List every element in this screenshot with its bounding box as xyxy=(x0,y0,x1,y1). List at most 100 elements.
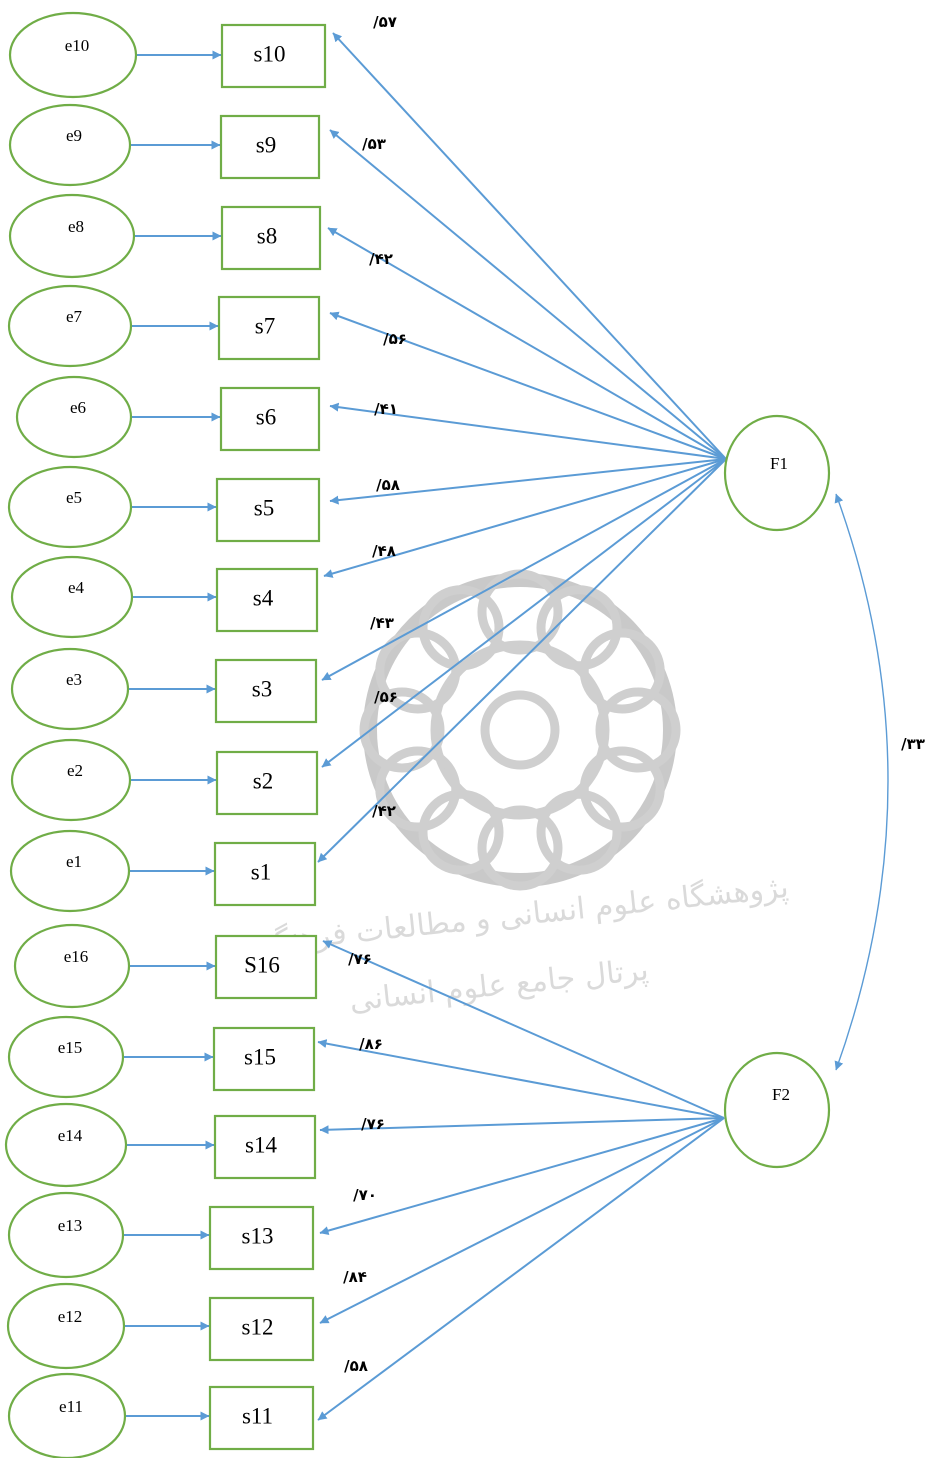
error-ellipse xyxy=(10,738,132,822)
loading-arrow-s12 xyxy=(319,1117,725,1324)
item-box xyxy=(213,1114,317,1180)
item-box xyxy=(215,567,319,633)
item-box xyxy=(212,1026,316,1092)
watermark-petal xyxy=(359,687,445,773)
watermark-line-2: پرتال جامع علوم انسانی xyxy=(348,952,650,1018)
item-label: s3 xyxy=(252,676,272,701)
error-node-e1: e1 xyxy=(9,829,131,913)
loading-arrow-s9 xyxy=(329,129,727,460)
item-label: s6 xyxy=(256,404,276,429)
loading-label-s4: /۴۸ xyxy=(372,542,396,560)
loading-arrow-s15 xyxy=(317,1039,725,1119)
loading-label-s2: /۵۶ xyxy=(374,688,398,706)
factor-f2: F2 xyxy=(723,1051,831,1169)
loading-label-s8: /۴۲ xyxy=(369,250,393,268)
error-label: e16 xyxy=(64,947,89,966)
error-label: e12 xyxy=(58,1307,83,1326)
item-node-s16: S16 xyxy=(214,934,318,1000)
error-node-e14: e14 xyxy=(4,1102,128,1188)
error-label: e4 xyxy=(68,578,85,597)
error-label: e13 xyxy=(58,1216,83,1235)
watermark-petal xyxy=(418,789,504,875)
item-box xyxy=(213,841,317,907)
error-ellipse xyxy=(7,465,133,549)
item-label: s15 xyxy=(244,1044,276,1069)
item-node-s1: s1 xyxy=(213,841,317,907)
item-node-s5: s5 xyxy=(215,477,321,543)
item-box xyxy=(220,23,327,89)
error-node-e3: e3 xyxy=(10,647,130,731)
loading-arrow-s11 xyxy=(317,1117,725,1421)
loading-label-s11: /۵۸ xyxy=(344,1357,368,1375)
error-label: e9 xyxy=(66,126,82,145)
error-ellipse xyxy=(6,1282,126,1370)
item-box xyxy=(214,658,318,724)
error-ellipse xyxy=(10,555,134,639)
item-label: s10 xyxy=(254,41,286,66)
item-box xyxy=(215,750,319,816)
item-node-s13: s13 xyxy=(208,1205,315,1271)
loading-label-s6: /۴۱ xyxy=(374,400,398,418)
item-box xyxy=(214,934,318,1000)
item-box xyxy=(220,205,322,271)
item-box xyxy=(208,1296,315,1362)
item-node-s15: s15 xyxy=(212,1026,316,1092)
error-ellipse xyxy=(13,923,131,1009)
item-label: s7 xyxy=(255,313,275,338)
watermark-petal xyxy=(375,628,461,714)
error-node-e15: e15 xyxy=(7,1015,125,1099)
item-box xyxy=(208,1385,315,1451)
watermark-petal xyxy=(418,585,504,671)
loading-arrow-s6 xyxy=(329,402,727,460)
loading-arrow-s1 xyxy=(317,458,727,863)
item-box xyxy=(208,1205,315,1271)
loading-label-s15: /۸۶ xyxy=(359,1035,383,1053)
watermark-petal xyxy=(579,746,665,832)
error-label: e5 xyxy=(66,488,82,507)
error-label: e11 xyxy=(59,1397,83,1416)
watermark-petal xyxy=(595,687,681,773)
loading-label-s3: /۴۳ xyxy=(370,614,394,632)
item-label: s13 xyxy=(242,1223,274,1248)
factor-f1: F1 xyxy=(723,414,831,532)
item-node-s7: s7 xyxy=(217,295,321,361)
item-box xyxy=(219,386,321,452)
factor-f2-label: F2 xyxy=(772,1085,790,1104)
loading-labels: /۵۷/۵۳/۴۲/۵۶/۴۱/۵۸/۴۸/۴۳/۵۶/۴۲/۷۶/۸۶/۷۶/… xyxy=(343,13,407,1375)
item-node-s14: s14 xyxy=(213,1114,317,1180)
item-box xyxy=(215,477,321,543)
item-label: s1 xyxy=(251,859,271,884)
item-node-s10: s10 xyxy=(220,23,327,89)
loading-label-s1: /۴۲ xyxy=(372,802,396,820)
error-node-e6: e6 xyxy=(15,375,133,459)
loading-arrow-s5 xyxy=(329,458,727,505)
error-ellipse xyxy=(8,193,136,279)
error-node-e4: e4 xyxy=(10,555,134,639)
error-ellipse xyxy=(7,1015,125,1099)
loading-arrow-s3 xyxy=(321,458,727,681)
watermark-petal xyxy=(536,789,622,875)
error-node-e16: e16 xyxy=(13,923,131,1009)
loading-arrow-s2 xyxy=(321,458,727,768)
error-ellipse xyxy=(4,1102,128,1188)
watermark-petal xyxy=(477,569,563,655)
item-label: S16 xyxy=(244,952,280,977)
error-node-e2: e2 xyxy=(10,738,132,822)
item-label: s11 xyxy=(242,1403,273,1428)
item-node-s12: s12 xyxy=(208,1296,315,1362)
item-node-s6: s6 xyxy=(219,386,321,452)
item-box xyxy=(217,295,321,361)
error-label: e8 xyxy=(68,217,84,236)
loading-label-s9: /۵۳ xyxy=(362,135,386,153)
item-node-s8: s8 xyxy=(220,205,322,271)
item-label: s5 xyxy=(254,495,274,520)
error-node-e9: e9 xyxy=(8,103,132,187)
loading-label-s10: /۵۷ xyxy=(373,13,397,31)
loading-label-s12: /۸۴ xyxy=(343,1268,367,1286)
loading-label-s5: /۵۸ xyxy=(376,476,400,494)
error-label: e10 xyxy=(65,36,90,55)
item-box xyxy=(219,114,321,180)
item-label: s14 xyxy=(245,1132,277,1157)
